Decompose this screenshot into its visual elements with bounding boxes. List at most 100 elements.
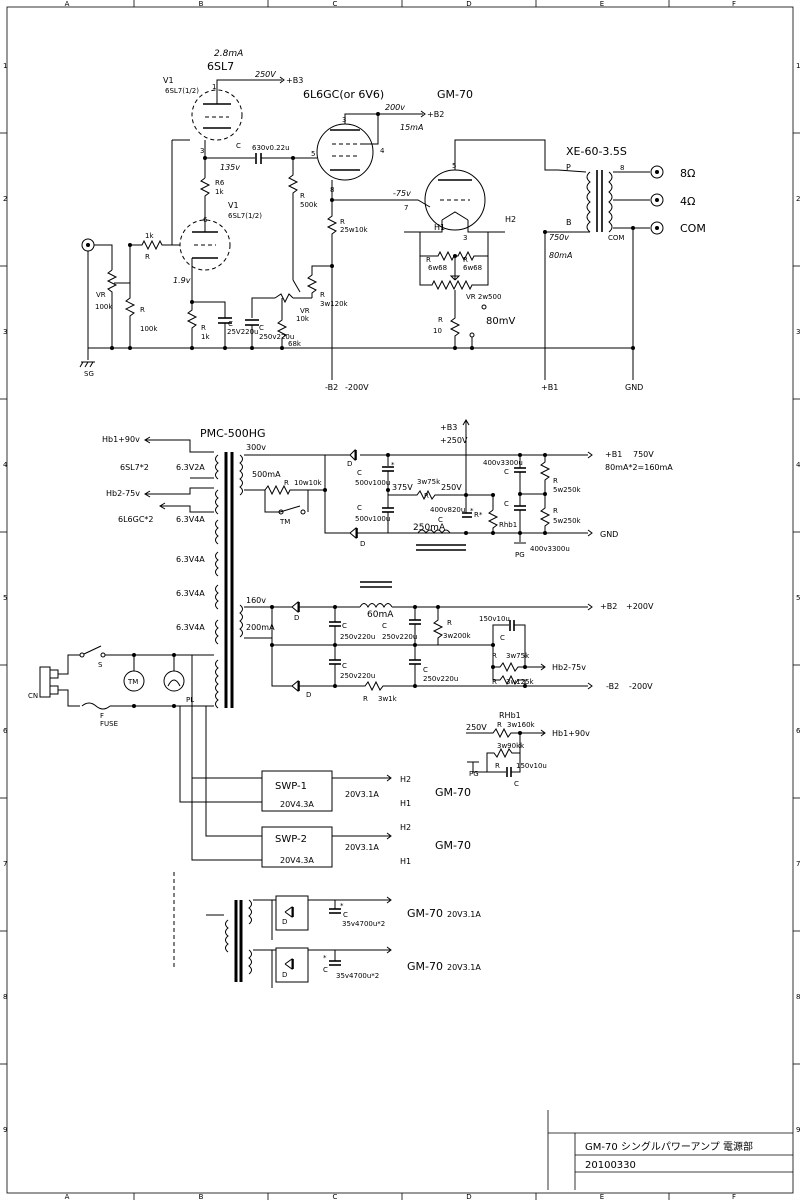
xfmr-8-label: 8 xyxy=(620,164,624,172)
swp1-output: 20V3.1A xyxy=(345,790,379,799)
r-3w125k-value: 3w125k xyxy=(506,678,535,686)
swp2-h2-label: H2 xyxy=(400,823,411,832)
sec-200ma-label: 200mA xyxy=(246,623,275,632)
minus-b2-label: -B2 xyxy=(325,383,338,392)
node-250v: 250V xyxy=(441,483,462,492)
choke-60ma-label: 60mA xyxy=(367,610,394,620)
tube-gm70 xyxy=(424,169,486,231)
heater4-value: 6.3V4A xyxy=(176,589,205,598)
6l6gc-heater-value: 6.3V4A xyxy=(176,515,205,524)
r-5w250k-a-value: 5w250k xyxy=(553,486,582,494)
ac-inlet-connector[interactable] xyxy=(39,666,59,698)
hb2-label: Hb2-75v xyxy=(106,489,140,498)
r-100k-label: R xyxy=(140,306,145,314)
grid-voltage: -75v xyxy=(393,189,411,198)
cap-500v-a-label: C xyxy=(357,469,362,477)
vr-input-value: 100k xyxy=(95,303,113,311)
power-transformer-windings xyxy=(215,454,243,709)
fuse-f-label: F xyxy=(100,712,104,720)
cap-cathode-value: 25V220u xyxy=(227,328,259,336)
r-10-label: R xyxy=(438,316,443,324)
output-terminal-8ohm[interactable] xyxy=(650,165,664,179)
col-label-d-bottom: D xyxy=(466,1193,471,1200)
r6-value: 1k xyxy=(215,188,224,196)
xfmr-p-label: P xyxy=(566,163,571,172)
gm70-pin-7: 7 xyxy=(404,204,408,212)
output-terminal-com[interactable] xyxy=(650,221,664,235)
row-label-4-right: 4 xyxy=(796,461,800,469)
r-10-value: 10 xyxy=(433,327,442,335)
cap-400v820u-label: C xyxy=(438,516,443,524)
r-10w10k-value: 10w10k xyxy=(294,479,323,487)
fuse[interactable] xyxy=(81,702,111,710)
pilot-lamp xyxy=(163,670,185,692)
r-25w10k-label: R xyxy=(340,218,345,226)
r-6w68a-label: R xyxy=(426,256,431,264)
cap-400v3300u-b-label: C xyxy=(504,500,509,508)
hum-current: 80mV xyxy=(486,316,515,327)
r-3w75k-b-label: R xyxy=(492,652,497,660)
cap-250v-d-label: C xyxy=(423,666,428,674)
cap-150v10u-b-label: C xyxy=(514,780,519,788)
switch-s-label: S xyxy=(98,661,103,669)
col-label-e-bottom: E xyxy=(600,1193,604,1200)
cap-35v-a-label: C xyxy=(343,911,348,919)
v1-upper-pin-3: 3 xyxy=(200,147,204,155)
diode-d3-label: D xyxy=(294,614,299,622)
power-xfmr-name: PMC-500HG xyxy=(200,427,266,440)
cap-star-a: * xyxy=(391,461,395,469)
plus-b1-label: +B1 xyxy=(541,383,558,392)
title-block-title: GM-70 シングルパワーアンプ 電源部 xyxy=(585,1140,753,1153)
swp2-output: 20V3.1A xyxy=(345,843,379,852)
r-5w250k-a-label: R xyxy=(553,477,558,485)
sg-label: SG xyxy=(84,370,94,378)
cap-250v-d-value: 250v220u xyxy=(423,675,458,683)
b2-psu-voltage: +200V xyxy=(626,602,654,611)
row-label-9: 9 xyxy=(3,1126,7,1134)
b1-psu-voltage: 750V xyxy=(633,450,654,459)
title-block-date: 20100330 xyxy=(585,1160,636,1171)
col-label-d: D xyxy=(466,0,471,8)
col-label-a-bottom: A xyxy=(65,1193,70,1200)
cap-400v820u-value: 400v820u xyxy=(430,506,465,514)
row-label-1: 1 xyxy=(3,62,7,70)
swp1-input: 20V4.3A xyxy=(280,800,314,809)
r-3w90k-value: 3w90kk xyxy=(497,742,525,750)
cap-500v-b-label: C xyxy=(357,504,362,512)
sec-160v-label: 160v xyxy=(246,596,266,605)
gnd-label: GND xyxy=(625,383,643,392)
swp2-label: SWP-2 xyxy=(275,834,307,845)
col-label-e: E xyxy=(600,0,604,8)
tube2-pin-5: 5 xyxy=(311,150,315,158)
vr-2w500: VR 2w500 xyxy=(466,293,501,301)
rk-value: 1k xyxy=(201,333,210,341)
swp2-input: 20V4.3A xyxy=(280,856,314,865)
r-3w1k-value: 3w1k xyxy=(378,695,398,703)
power-switch[interactable] xyxy=(79,645,106,658)
cap-250v-a-label: C xyxy=(342,622,347,630)
r-3w200k-label: R xyxy=(447,619,452,627)
node-375v: 375V xyxy=(392,483,413,492)
v1-upper-cap-label: C xyxy=(236,142,241,150)
xfmr-com-label: COM xyxy=(608,234,624,242)
b3-psu-label: +B3 xyxy=(440,423,457,432)
sec-500ma-label: 500mA xyxy=(252,470,281,479)
diode-d1-label: D xyxy=(347,460,352,468)
row-label-6-right: 6 xyxy=(796,727,800,735)
row-label-5: 5 xyxy=(3,594,7,602)
col-label-f-bottom: F xyxy=(732,1193,736,1200)
r-star-label: R* xyxy=(474,511,483,519)
col-label-c: C xyxy=(333,0,338,8)
bridge1-d-label: D xyxy=(282,918,287,926)
swp1-label: SWP-1 xyxy=(275,781,307,792)
title-block xyxy=(547,1110,793,1190)
cap-400v3300u-a-value: 400v3300u xyxy=(483,459,523,467)
cap-150v10u-label: C xyxy=(500,634,505,642)
tm-switch-label: TM xyxy=(279,518,290,526)
row-label-7: 7 xyxy=(3,860,7,868)
output-terminal-4ohm[interactable] xyxy=(650,193,664,207)
cap-400v3300u-a-label: C xyxy=(504,468,509,476)
r-68k-value: 68k xyxy=(288,340,302,348)
